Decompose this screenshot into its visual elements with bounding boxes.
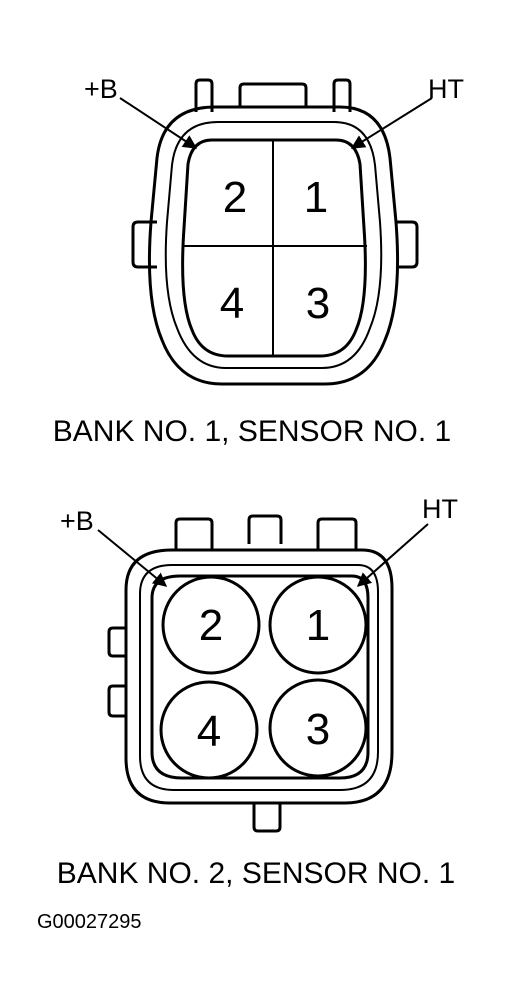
- pin-cavity: [150, 574, 370, 780]
- pin-3-cavity: [268, 678, 368, 778]
- bottom-tab: [252, 803, 282, 833]
- ht-label: HT: [428, 74, 464, 104]
- pin-4-label: 4: [197, 707, 221, 756]
- connector-bank2-sensor1: 2 1 4 3 +B HT BANK NO. 2, SENSOR NO. 1: [57, 494, 458, 890]
- lock-tab: [238, 82, 308, 106]
- pin-2-label: 2: [223, 173, 247, 222]
- side-tab-left: [107, 626, 126, 658]
- plus-b-label: +B: [60, 506, 94, 536]
- pin-cavity: [181, 138, 367, 358]
- side-tab-right: [396, 220, 419, 269]
- figure-code: G00027295: [37, 911, 142, 933]
- ht-arrow: [356, 523, 429, 587]
- latch-tab: [332, 78, 352, 112]
- pin-1-label: 1: [306, 601, 330, 650]
- connector-bank1-sensor1: 2 1 4 3 +B HT BANK NO. 1, SENSOR NO. 1: [53, 74, 464, 448]
- lock-tab: [247, 514, 283, 544]
- connector-housing-outer: [147, 105, 400, 386]
- connector-caption: BANK NO. 2, SENSOR NO. 1: [57, 857, 455, 890]
- plus-b-label: +B: [84, 74, 118, 104]
- pin-4-cavity: [159, 680, 259, 780]
- connector-housing-inner: [139, 564, 379, 791]
- plus-b-arrow: [97, 529, 168, 587]
- latch-tab: [174, 517, 214, 550]
- connector-housing-inner: [164, 121, 383, 369]
- side-tab-left: [107, 684, 126, 718]
- plus-b-arrow: [119, 97, 198, 149]
- pin-4-label: 4: [220, 279, 244, 328]
- latch-tab: [316, 517, 358, 550]
- ht-label: HT: [422, 494, 458, 524]
- connector-housing-outer: [124, 548, 394, 805]
- connector-caption: BANK NO. 1, SENSOR NO. 1: [53, 415, 451, 448]
- pin-2-cavity: [161, 575, 261, 675]
- pin-1-cavity: [268, 575, 368, 675]
- pin-1-label: 1: [304, 173, 328, 222]
- side-tab-left: [131, 220, 157, 269]
- pin-3-label: 3: [306, 705, 330, 754]
- pin-2-label: 2: [199, 601, 223, 650]
- pin-3-label: 3: [306, 279, 330, 328]
- ht-arrow: [350, 97, 433, 149]
- latch-tab: [194, 78, 214, 112]
